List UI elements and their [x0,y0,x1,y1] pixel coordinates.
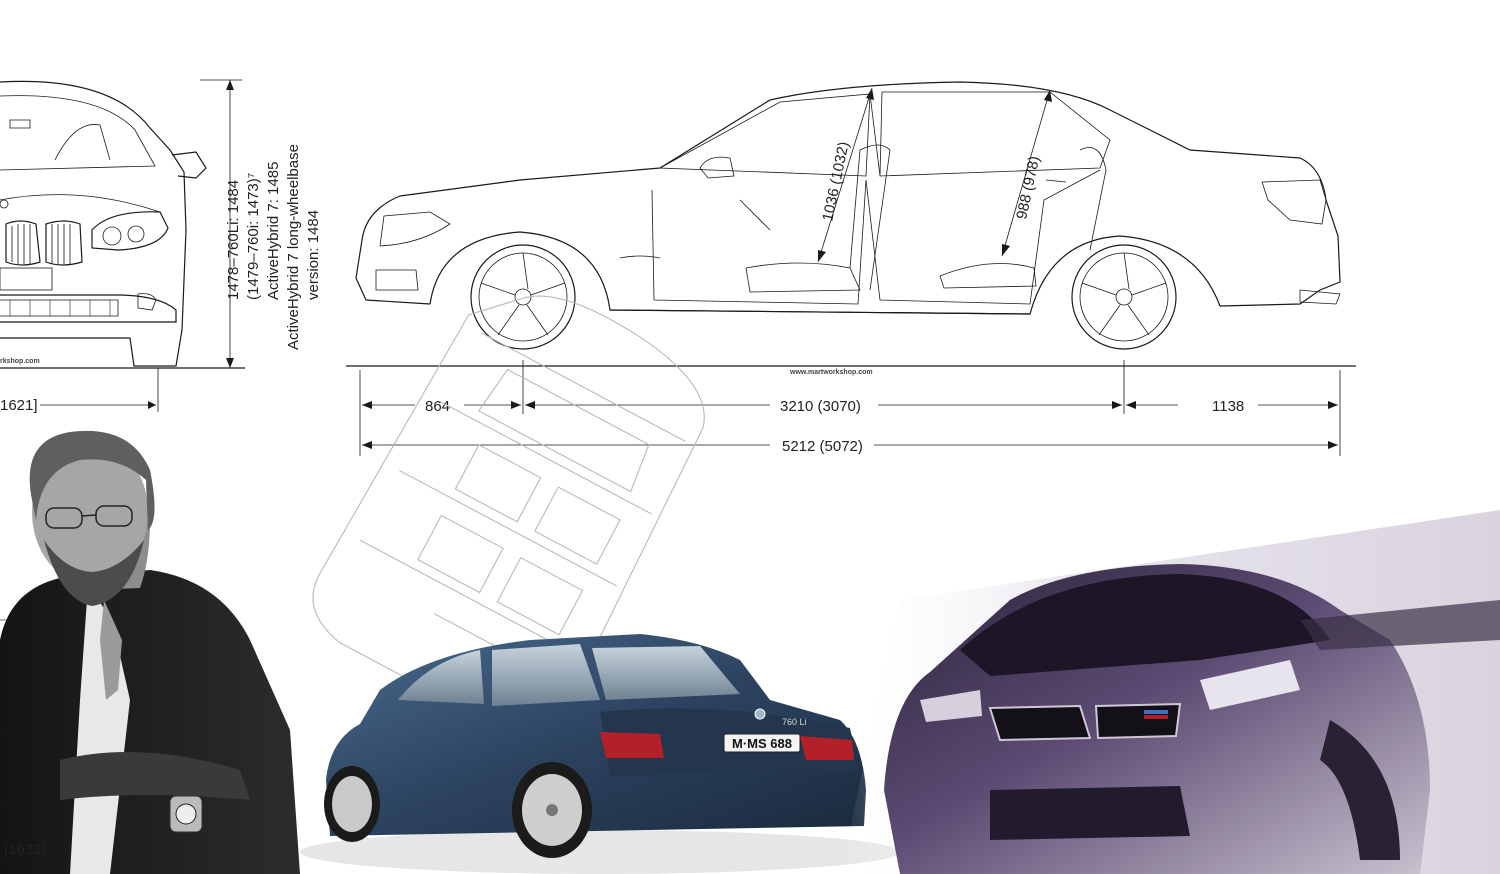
front-height-line-1: 1478–760Li: 1484 [225,180,242,300]
front-width-label: 1621] [0,397,38,414]
front-wheel [470,244,576,350]
photo-car-wheel-front [324,766,380,842]
side-view-blueprint: 1036 (1032) 988 (978) www.martworkshop.c… [346,81,1356,456]
front-watermark: rkshop.com [0,358,40,365]
length-dimensions: 864 3210 (3070) 1138 5212 (5072) [359,360,1341,456]
overall-length-label: 5212 (5072) [782,438,863,455]
front-height-line-3: ActiveHybrid 7: 1485 [265,162,282,300]
front-overhang-label: 864 [425,398,450,415]
front-height-line-5: version: 1484 [305,210,322,300]
photo-car-wheel-rear [512,762,592,858]
designer-portrait: [1632] [0,430,300,874]
headroom-front: 1036 (1032) [819,140,852,223]
concept-sketch-car [840,510,1500,874]
side-dimension-label: [1632] [4,841,46,858]
side-watermark: www.martworkshop.com [789,369,873,376]
license-plate: M·MS 688 [732,736,792,751]
front-height-line-2: (1479–760i: 1473)⁷ [245,173,262,300]
front-height-line-4: ActiveHybrid 7 long-wheelbase [285,144,302,350]
rear-wheel [1071,244,1177,350]
model-badge: 760 Li [782,717,807,727]
rear-overhang-label: 1138 [1212,398,1244,415]
photo-car-760li: M·MS 688 760 Li [300,634,900,874]
front-view-blueprint: 1621] rkshop.com 1478–760Li: 1484 (1479–… [0,79,322,414]
wheelbase-label: 3210 (3070) [780,398,861,415]
headroom-rear: 988 (978) [1013,154,1043,220]
